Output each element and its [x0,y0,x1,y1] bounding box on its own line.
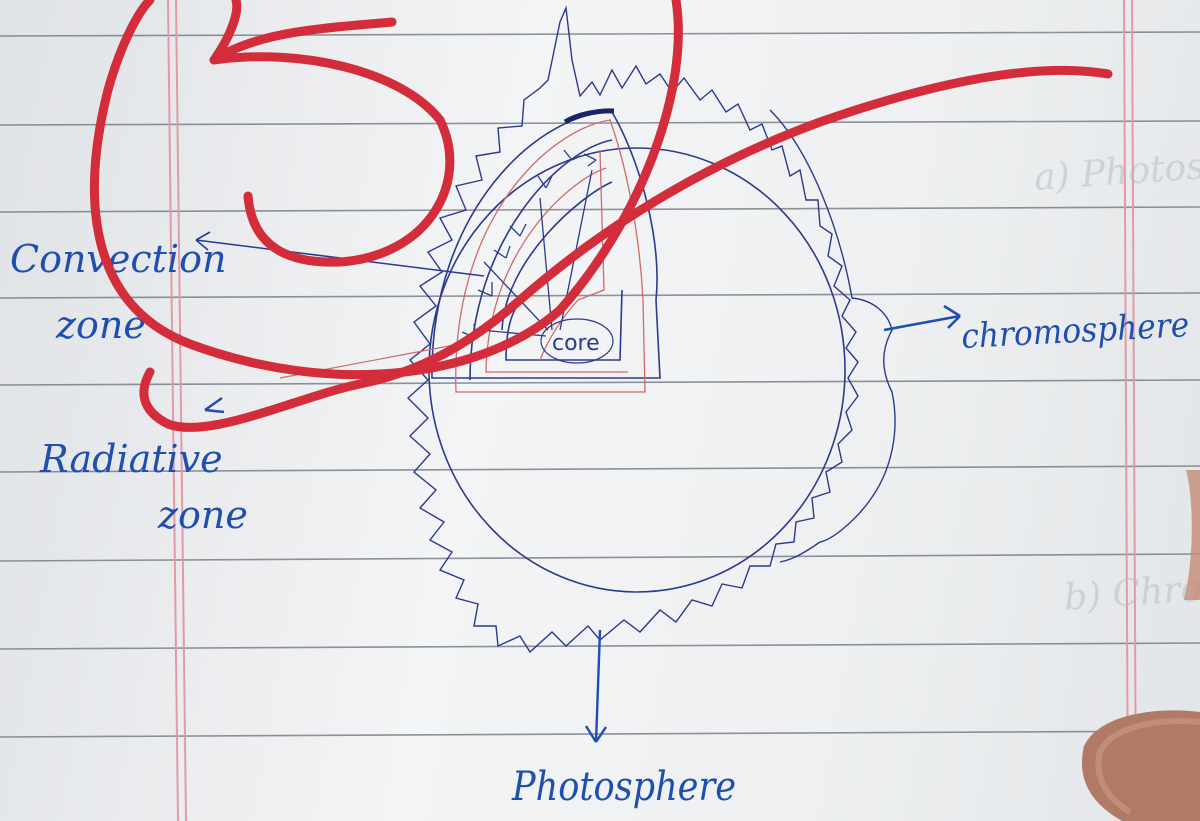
core-label: core [552,331,600,356]
label-convection-line1: Convection [10,237,226,281]
bleed-chromosphere-heading: b) Chromosphere [1063,556,1200,619]
circle-around-number [94,0,678,375]
numeral-five [214,0,450,262]
chromosphere-bulge [770,110,895,562]
label-radiative-line1: Radiative [39,437,223,481]
label-chromosphere: chromosphere [960,305,1190,357]
bleed-photosphere-heading: a) Photosphere [1033,139,1200,199]
thumb [1082,470,1200,821]
label-photosphere: Photosphere [511,764,736,810]
label-radiative-line2: zone [157,493,248,537]
label-radiative-zone: Radiative zone [39,437,248,537]
bleed-through-text: a) Photosphere b) Chromosphere [1033,139,1200,619]
